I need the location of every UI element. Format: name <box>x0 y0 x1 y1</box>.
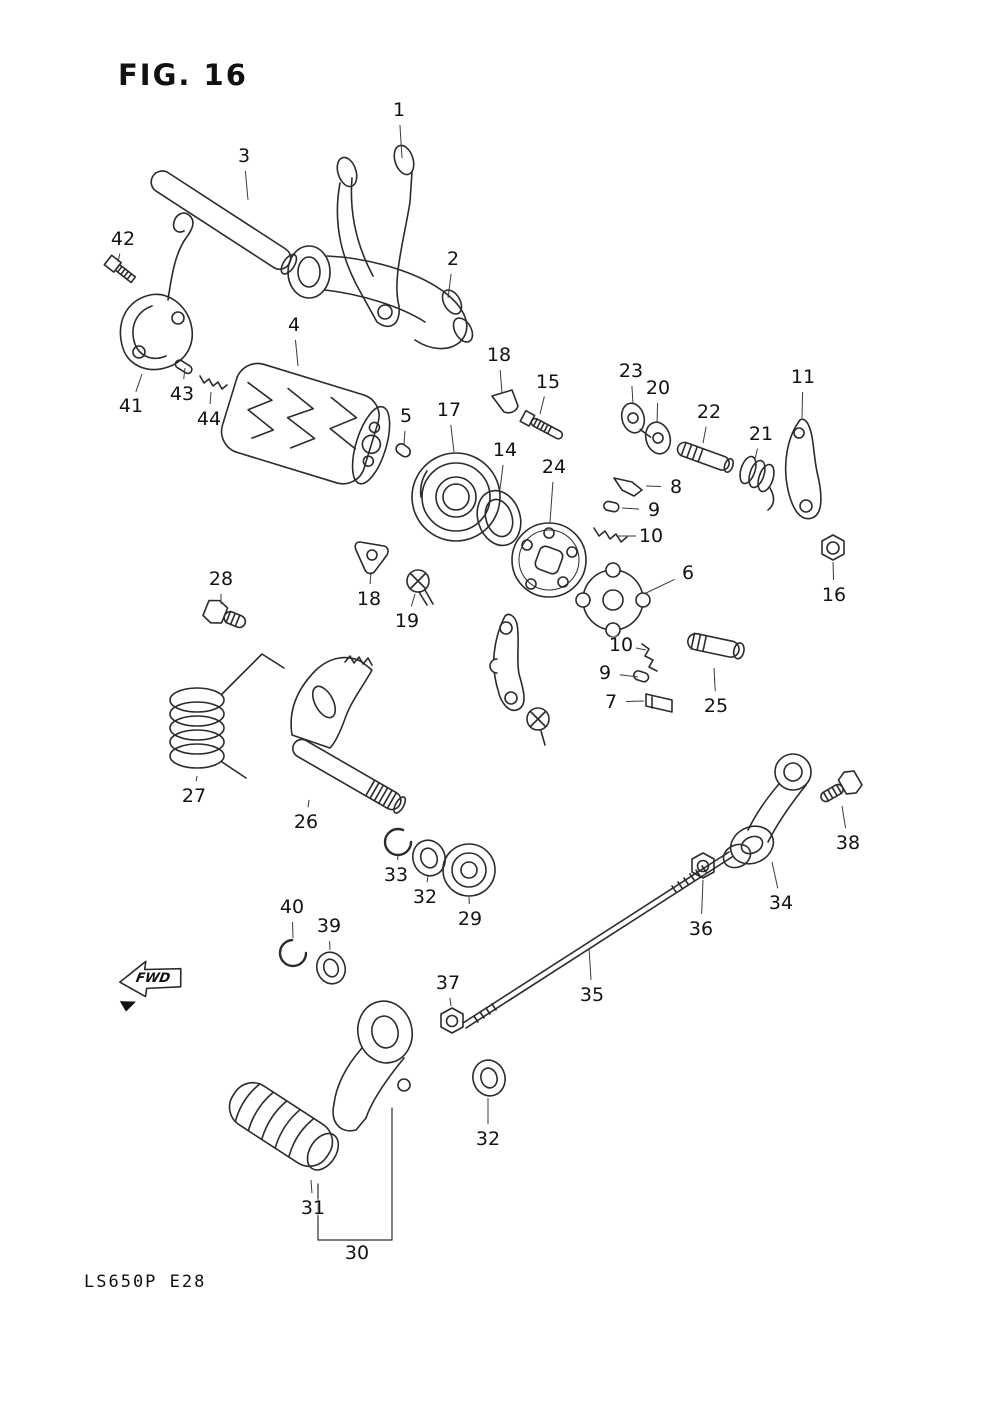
part-spring-21 <box>739 455 775 511</box>
part-bearing-17 <box>411 452 501 542</box>
part-arm-11 <box>784 418 822 520</box>
leader-line-43 <box>183 367 186 380</box>
figure-code: LS650P E28 <box>84 1272 207 1292</box>
part-bolt-22 <box>676 441 734 473</box>
leader-line-15 <box>539 396 545 415</box>
leader-line-41 <box>135 373 143 392</box>
part-plate-18b <box>354 541 389 575</box>
part-pin-9b <box>632 670 650 683</box>
part-screw-42 <box>103 254 137 284</box>
part-screw-13 <box>526 707 550 746</box>
part-clip-7 <box>645 693 673 713</box>
leader-line-25 <box>713 667 716 692</box>
leader-line-5 <box>403 430 406 445</box>
part-shift-fork-1 <box>336 144 415 328</box>
leader-line-9 <box>619 674 639 678</box>
leader-line-27 <box>195 775 198 782</box>
leader-line-22 <box>702 426 707 444</box>
part-nut-37 <box>440 1007 464 1034</box>
part-nut-16 <box>821 534 845 561</box>
leader-line-19 <box>410 593 416 607</box>
part-pin-15 <box>519 409 564 440</box>
leader-line-16 <box>832 561 835 581</box>
leader-line-14 <box>499 464 504 490</box>
part-cam-guide-24 <box>511 522 587 598</box>
leader-line-38 <box>841 805 847 829</box>
leader-line-40 <box>291 921 294 939</box>
leader-line-24 <box>549 481 554 523</box>
part-washer-39 <box>315 951 347 985</box>
part-gear-shift-shaft-26 <box>290 655 407 814</box>
part-bolt-38 <box>820 770 863 803</box>
fwd-arrow-icon <box>119 960 182 1012</box>
leader-line-9 <box>621 507 640 510</box>
leader-line-6 <box>643 579 675 595</box>
leader-line-10 <box>635 647 647 651</box>
leader-line-34 <box>771 861 779 889</box>
part-gear-shift-cam-4 <box>220 362 391 485</box>
part-shift-fork-2 <box>287 245 474 350</box>
part-bolt-25 <box>687 632 745 660</box>
part-washer-32b <box>472 1059 506 1097</box>
part-spring-10a <box>593 527 628 543</box>
figure-title: FIG. 16 <box>118 58 248 92</box>
leader-line-18 <box>499 369 503 394</box>
part-washer-20 <box>644 421 672 455</box>
leader-line-44 <box>209 391 212 405</box>
leader-line-3 <box>244 170 249 201</box>
leader-line-1 <box>399 124 403 159</box>
leader-line-11 <box>801 391 804 419</box>
part-cam-stopper-6 <box>575 562 651 638</box>
part-plate-18a <box>491 389 519 414</box>
leader-line-7 <box>625 700 645 703</box>
leader-line-37 <box>449 997 452 1007</box>
leader-line-8 <box>645 485 662 487</box>
part-link-lever-34 <box>722 753 812 869</box>
part-bracket-41 <box>119 212 194 371</box>
part-bearing-29 <box>442 843 496 897</box>
part-shift-rod-35 <box>462 851 733 1029</box>
part-pawl-8 <box>613 477 643 497</box>
leader-line-36 <box>701 879 704 915</box>
leader-line-23 <box>631 385 634 405</box>
part-spring-44 <box>199 375 228 390</box>
part-circlip-33 <box>383 827 413 857</box>
leader-line-18 <box>369 571 372 585</box>
part-pin-43 <box>174 359 193 375</box>
part-circlip-40 <box>278 938 308 968</box>
leader-line-17 <box>450 424 455 453</box>
leader-line-42 <box>117 253 121 263</box>
part-screw-19 <box>406 569 434 606</box>
part-pin-9a <box>603 500 620 513</box>
part-gear-shift-lever-30 <box>228 1000 413 1241</box>
part-washer-14 <box>476 489 522 547</box>
leader-line-20 <box>656 402 659 424</box>
part-screw-28 <box>202 599 247 629</box>
leader-line-31 <box>310 1179 313 1194</box>
part-spring-10b <box>641 643 658 672</box>
part-washer-32a <box>411 839 447 877</box>
leader-line-2 <box>447 273 452 299</box>
leader-line-26 <box>307 799 310 808</box>
part-pawl-lifter-12 <box>489 613 525 711</box>
leader-line-35 <box>588 947 592 981</box>
part-roller-5 <box>395 443 411 458</box>
leader-line-4 <box>294 339 299 367</box>
leader-line-32 <box>426 875 429 883</box>
part-spring-27 <box>169 653 285 779</box>
leader-line-21 <box>754 448 758 460</box>
